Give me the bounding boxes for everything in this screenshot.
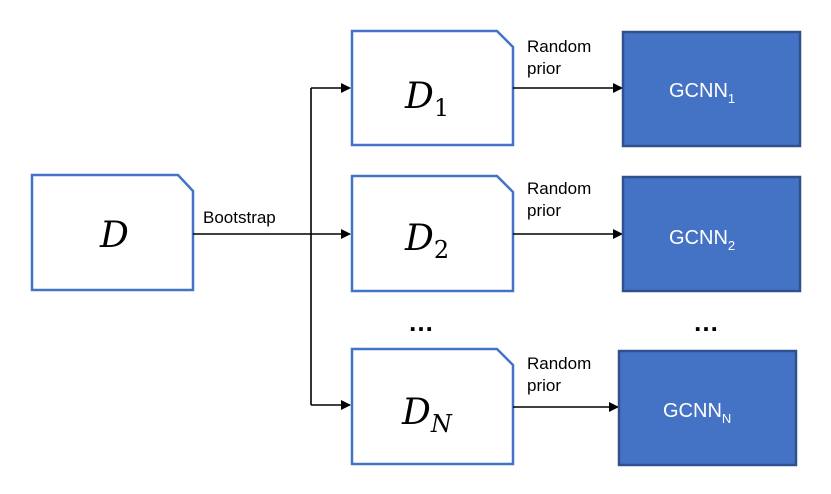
model-label-1: GCNN1	[669, 80, 735, 106]
model-name-1: GCNN	[669, 80, 728, 102]
prior-label-1: Random prior	[527, 37, 596, 78]
model-box-2	[621, 175, 802, 293]
dataset-label-1: D1	[404, 76, 449, 122]
prior-label-n: Random prior	[527, 354, 596, 395]
prior-label-2-line1: Random	[527, 179, 591, 198]
dataset-subscript-n: N	[430, 410, 453, 438]
dataset-box-1	[350, 29, 515, 147]
dataset-ellipsis: …	[408, 307, 434, 337]
prior-label-2: Random prior	[527, 179, 596, 220]
dataset-symbol-n: D	[401, 392, 431, 433]
prior-label-1-line1: Random	[527, 37, 591, 56]
prior-label-n-line1: Random	[527, 354, 591, 373]
model-box-1	[621, 30, 802, 148]
model-name-2: GCNN	[669, 227, 728, 249]
dataset-box-n	[350, 347, 515, 466]
model-subscript-n: N	[722, 411, 731, 426]
model-ellipsis: …	[693, 307, 719, 337]
bootstrap-label: Bootstrap	[203, 208, 276, 227]
source-dataset-symbol: D	[99, 215, 129, 256]
dataset-subscript-1: 1	[434, 94, 449, 122]
dataset-subscript-2: 2	[434, 236, 449, 264]
dataset-label-2: D2	[404, 218, 449, 264]
model-subscript-1: 1	[728, 91, 735, 106]
dataset-label-n: DN	[401, 392, 453, 438]
prior-label-n-line2: prior	[527, 376, 561, 395]
model-label-2: GCNN2	[669, 227, 735, 253]
dataset-symbol-1: D	[404, 76, 434, 117]
dataset-symbol-2: D	[404, 218, 434, 259]
model-box-n	[617, 349, 798, 467]
prior-label-1-line2: prior	[527, 59, 561, 78]
dataset-box-2	[350, 174, 515, 293]
model-name-n: GCNN	[663, 400, 722, 422]
source-dataset-box	[30, 173, 195, 292]
model-label-n: GCNNN	[663, 400, 731, 426]
model-subscript-2: 2	[728, 238, 735, 253]
prior-label-2-line2: prior	[527, 201, 561, 220]
